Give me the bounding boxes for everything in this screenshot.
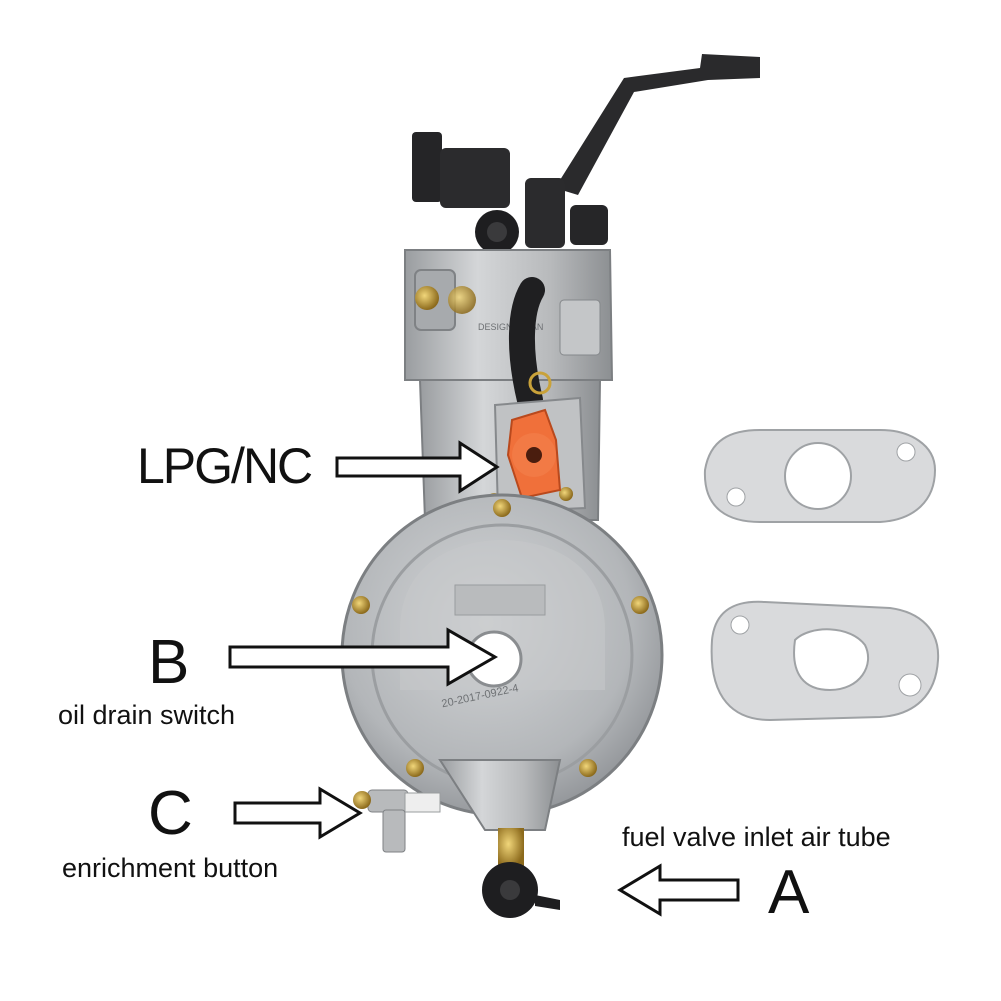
regulator-outlet: [438, 759, 562, 918]
throttle-lever: [555, 54, 760, 195]
label-enrichment-button: enrichment button: [62, 853, 279, 883]
gasket-top: [703, 429, 937, 523]
enrichment-button-assembly: [353, 789, 441, 853]
regulator-disc: 20-2017-0922-4: [340, 493, 664, 817]
label-b: B: [148, 628, 189, 697]
label-oil-drain-switch: oil drain switch: [58, 700, 236, 730]
gasket-bottom: [710, 600, 940, 722]
arrow-right-icon: [228, 627, 499, 687]
fuel-switch-knob: [506, 408, 562, 500]
rubber-hose: [508, 277, 552, 413]
top-fittings: [412, 132, 608, 254]
label-lpg-nc: LPG/NC: [137, 438, 313, 494]
arrow-right-icon: [335, 440, 500, 494]
label-a: A: [768, 858, 809, 927]
arrow-right-icon: [233, 786, 363, 840]
arrow-left-icon: [617, 863, 740, 917]
label-fuel-valve-inlet: fuel valve inlet air tube: [622, 822, 891, 852]
label-c: C: [148, 779, 193, 848]
